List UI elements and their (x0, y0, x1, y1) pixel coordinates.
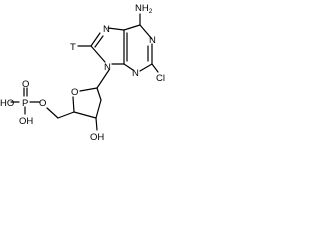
atom-ester-oxygen: O (39, 98, 46, 109)
atom-phosphorus: P (22, 98, 28, 109)
bond-c2-cl (151, 63, 159, 73)
atom-phosphate-ho: HO (0, 98, 14, 109)
bond-c2prime-c1prime (96, 87, 102, 101)
bond-n3-c4 (123, 63, 134, 71)
atom-phosphate-oh: OH (19, 116, 33, 127)
atom-tritium: T (70, 42, 76, 53)
amino-label: NH2 (135, 3, 153, 15)
bond-lines (10, 13, 159, 131)
atom-chlorine: Cl (156, 73, 165, 84)
bond-c5-c6 (123, 24, 141, 31)
atom-labels: NH2 N N N N T Cl O OH O P O HO OH (0, 3, 165, 143)
bond-c2-n3 (139, 63, 153, 72)
bond-c8-n9 (90, 45, 106, 63)
bond-c6-n1 (139, 24, 153, 40)
bond-c3prime-oh (95, 117, 98, 131)
bond-c3prime-c2prime (95, 99, 102, 119)
amino-subscript: 2 (149, 8, 153, 15)
atom-n1: N (149, 35, 156, 46)
bond-c5-n7 (107, 27, 125, 31)
bond-c4prime-c5prime (57, 111, 75, 119)
bond-n9-c1prime (96, 69, 110, 89)
amino-nh: NH (135, 3, 149, 14)
atom-n7: N (103, 24, 110, 35)
bond-o4prime-c4prime (72, 96, 75, 113)
atom-ring-oxygen: O (71, 87, 78, 98)
atom-n9: N (104, 62, 111, 73)
atom-n3: N (132, 68, 139, 79)
molecule-structure: NH2 N N N N T Cl O OH O P O HO OH (0, 3, 165, 143)
bond-n7-c8-inner (94, 35, 104, 48)
atom-phosphate-o-double: O (22, 79, 29, 90)
bond-c1prime-o4prime (79, 87, 98, 92)
bond-c5prime-o (46, 107, 59, 119)
bond-n7-c8 (90, 32, 101, 47)
bond-c4prime-c3prime (73, 111, 97, 119)
atom-hydroxyl: OH (90, 132, 104, 143)
